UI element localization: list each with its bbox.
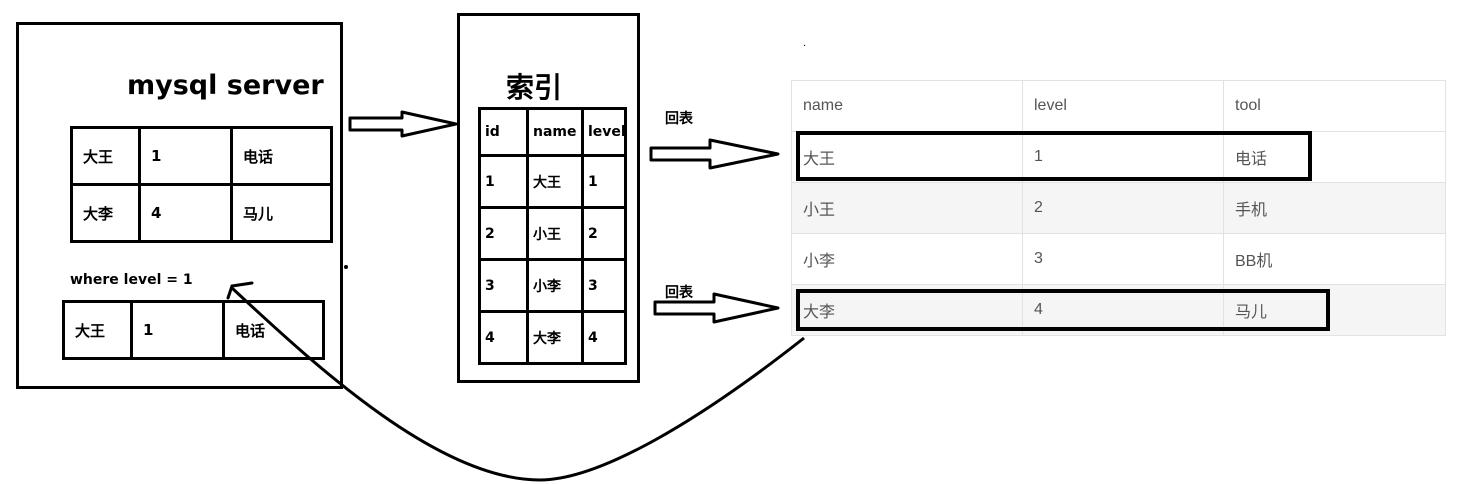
cell: 1 [581,154,627,209]
arrow-server-to-index [348,110,458,138]
cell: 大王 [62,300,133,360]
arrow-back-to-table-1 [649,138,780,170]
back-to-table-label: 回表 [665,111,693,127]
stray-mark: . [803,38,807,49]
cell: 1 [478,154,529,209]
cell: 小王 [791,182,1023,234]
arrow-back-to-table-2 [653,292,780,324]
table-row: 小李 3 BB机 [791,233,1446,285]
index-title: 索引 [506,71,563,104]
table-row: 大李 4 马儿 [70,183,333,243]
index-box [457,13,640,383]
table-row: 1 大王 1 [478,154,627,209]
cell: 2 [478,206,529,261]
server-title: mysql server [127,70,324,101]
table-row: 大王 1 电话 [62,300,325,360]
column-header: name [791,80,1023,132]
table-row: 大王 1 电话 [70,126,333,186]
table-header-row: name level tool [791,80,1446,132]
return-arrowhead [226,281,254,300]
cell: 电话 [222,300,325,360]
cell: 小李 [526,258,584,313]
cell: 小王 [526,206,584,261]
where-condition-label: where level = 1 [70,272,193,288]
table-row: 3 小李 3 [478,258,627,313]
server-table: 大王 1 电话 大李 4 马儿 [70,126,333,243]
cell: 大李 [70,183,141,243]
cell: 手机 [1223,182,1446,234]
table-row: 4 大李 4 [478,310,627,365]
table-row: 小王 2 手机 [791,182,1446,234]
column-header: id [478,107,529,157]
back-to-table-label: 回表 [665,285,693,301]
table-header-row: id name level [478,107,627,157]
return-curve [230,286,805,482]
cell: 2 [1022,182,1224,234]
cell: 1 [138,126,233,186]
cell: BB机 [1223,233,1446,285]
cell: 4 [138,183,233,243]
cell: 电话 [230,126,333,186]
highlight-row-4 [796,289,1330,331]
cell: 大李 [526,310,584,365]
cell: 小李 [791,233,1023,285]
cell: 大王 [70,126,141,186]
mysql-server-box [16,22,343,389]
cell: 马儿 [230,183,333,243]
cell: 4 [478,310,529,365]
cell: 2 [581,206,627,261]
column-header: level [581,107,627,157]
cell: 3 [478,258,529,313]
cell: 1 [130,300,225,360]
cell: 3 [581,258,627,313]
column-header: tool [1223,80,1446,132]
index-table: id name level 1 大王 1 2 小王 2 3 小李 3 4 大李 … [478,107,627,365]
result-table: 大王 1 电话 [62,300,325,360]
column-header: name [526,107,584,157]
cell: 4 [581,310,627,365]
column-header: level [1022,80,1224,132]
cell: 3 [1022,233,1224,285]
highlight-row-1 [796,131,1312,181]
table-row: 2 小王 2 [478,206,627,261]
cell: 大王 [526,154,584,209]
stray-dot [344,265,348,269]
